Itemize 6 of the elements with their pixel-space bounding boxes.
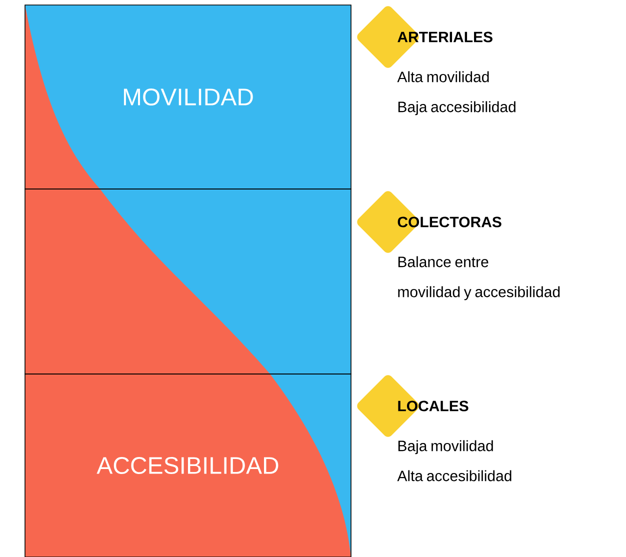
row-box: ACCESIBILIDAD <box>24 374 352 557</box>
row-box: MOVILIDAD <box>24 4 352 190</box>
body-text: Baja movilidad Alta accesibilidad <box>397 440 512 482</box>
body-text: Balance entre movilidad y accesibilidad <box>398 256 560 300</box>
row-box <box>24 188 352 374</box>
body-text: Alta movilidad Baja accesibilidad <box>397 71 516 116</box>
